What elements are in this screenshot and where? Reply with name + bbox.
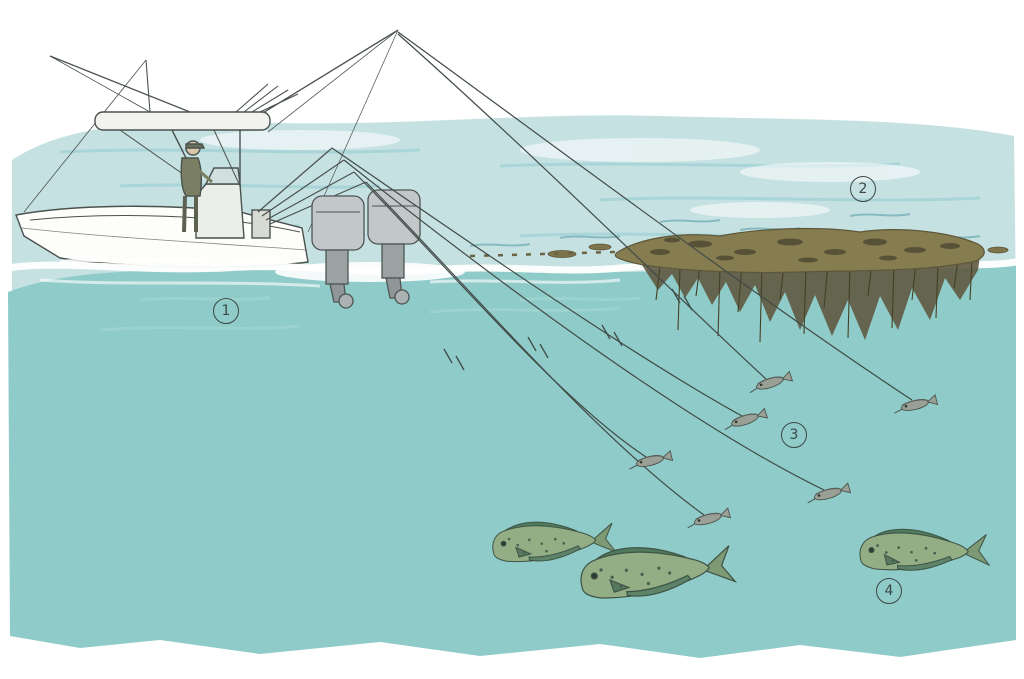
line-break-ticks xyxy=(443,288,693,371)
rocket-launcher-rods xyxy=(235,83,299,113)
weed-trail xyxy=(469,250,616,258)
dorado xyxy=(859,528,991,571)
angler xyxy=(180,140,213,233)
weed-texture xyxy=(650,237,960,263)
dorado xyxy=(492,521,618,563)
trolling-boat xyxy=(15,29,399,268)
bait xyxy=(807,482,852,504)
windshield xyxy=(204,167,241,185)
weed-fringe xyxy=(640,256,980,340)
trolling-lines xyxy=(331,31,913,516)
leaning-post xyxy=(251,209,271,239)
callout-2-number: 2 xyxy=(858,181,868,197)
callout-3-baits: 3 xyxy=(781,422,807,448)
weed-mat xyxy=(614,227,985,274)
callout-4-number: 4 xyxy=(884,583,894,599)
callout-1-boat: 1 xyxy=(213,298,239,324)
outboard-engines xyxy=(311,189,421,309)
trolled-baits xyxy=(629,370,939,529)
boat-wake xyxy=(275,262,465,282)
weed-roots xyxy=(655,259,973,343)
bait xyxy=(629,449,674,470)
callout-1-number: 1 xyxy=(221,303,231,319)
dorado xyxy=(580,545,738,599)
callout-4-dorado: 4 xyxy=(876,578,902,604)
engine-port xyxy=(311,195,365,309)
surface-glare xyxy=(200,130,920,218)
dorado-school xyxy=(492,521,991,599)
bait xyxy=(894,393,939,414)
console xyxy=(195,183,245,239)
outrigger-poles xyxy=(23,29,399,233)
underwater-streaks xyxy=(99,296,641,332)
callout-3-number: 3 xyxy=(789,427,799,443)
bait xyxy=(724,407,769,431)
sargassum-weed-line xyxy=(469,227,1009,343)
lower-water xyxy=(8,262,1016,658)
bait xyxy=(687,507,732,529)
callout-2-weed-line: 2 xyxy=(850,176,876,202)
bait xyxy=(749,370,794,394)
engine-starboard xyxy=(367,189,421,305)
